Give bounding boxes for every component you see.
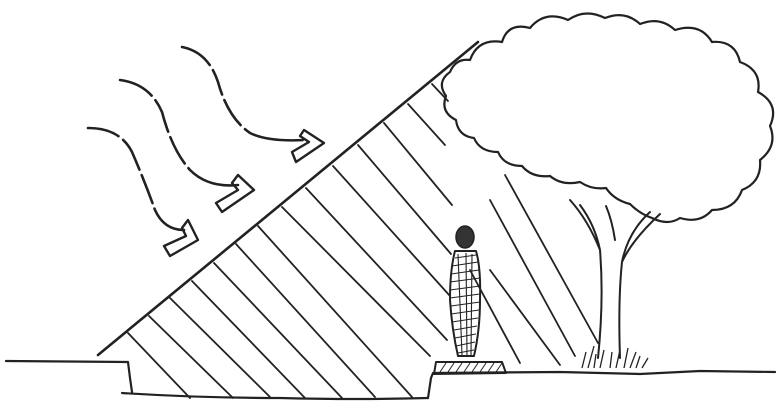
platform-hatch bbox=[440, 363, 502, 372]
figure-body bbox=[450, 251, 480, 356]
wind-arrows bbox=[88, 47, 324, 256]
tree-canopy bbox=[442, 13, 773, 222]
ground-line bbox=[6, 361, 775, 399]
wind-arrow-bottom bbox=[88, 128, 198, 256]
human-figure bbox=[434, 226, 506, 374]
wind-arrow-middle bbox=[120, 80, 254, 212]
grass-tuft bbox=[582, 346, 648, 368]
sloped-windbreak-berm bbox=[98, 42, 598, 398]
tree-trunk bbox=[570, 200, 660, 358]
tree bbox=[442, 13, 773, 368]
figure-head bbox=[456, 226, 474, 248]
wind-arrow-top bbox=[182, 47, 324, 162]
